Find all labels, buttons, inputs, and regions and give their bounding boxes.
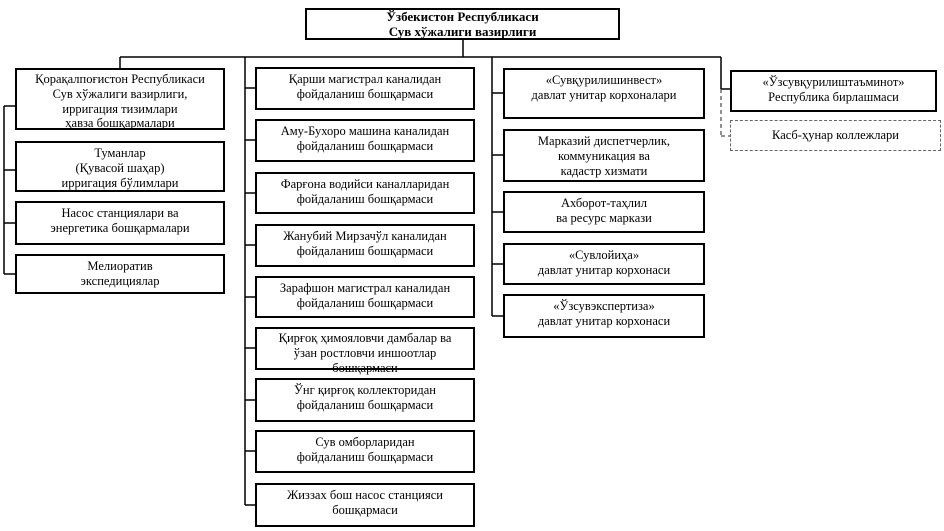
- box-jizzakh-pump-station: Жиззах бош насос станцияси бошқармаси: [255, 483, 475, 527]
- box-south-mirzachul-canal: Жанубий Мирзачўл каналидан фойдаланиш бо…: [255, 224, 475, 267]
- box-uzsuvqurilishtaminot: «Ўзсувқурилиштаъминот» Республика бирлаш…: [730, 70, 937, 112]
- box-uzsuvexpertiza: «Ўзсувэкспертиза» давлат унитар корхонас…: [503, 294, 705, 338]
- box-suvloyiha: «Сувлойиҳа» давлат унитар корхонаси: [503, 243, 705, 285]
- box-basin-administrations: Қорақалпоғистон Республикаси Сув хўжалиг…: [15, 68, 225, 130]
- box-district-irrigation-departments: Туманлар (Қувасой шаҳар) ирригация бўлим…: [15, 141, 225, 192]
- box-information-analysis-center: Ахборот-таҳлил ва ресурс маркази: [503, 191, 705, 233]
- box-zarafshan-main-canal: Зарафшон магистрал каналидан фойдаланиш …: [255, 276, 475, 318]
- box-water-reservoirs: Сув омборларидан фойдаланиш бошқармаси: [255, 430, 475, 473]
- box-suvqurilishinvest: «Сувқурилишинвест» давлат унитар корхона…: [503, 68, 705, 119]
- box-pump-stations-energy: Насос станциялари ва энергетика бошқарма…: [15, 201, 225, 245]
- box-fergana-valley-canals: Фарғона водийси каналларидан фойдаланиш …: [255, 172, 475, 214]
- box-bank-protection-dams: Қирғоқ ҳимояловчи дамбалар ва ўзан ростл…: [255, 327, 475, 375]
- box-central-dispatch-service: Марказий диспетчерлик, коммуникация ва к…: [503, 129, 705, 182]
- box-vocational-colleges: Касб-ҳунар коллежлари: [730, 120, 941, 151]
- box-karshi-main-canal: Қарши магистрал каналидан фойдаланиш бош…: [255, 67, 475, 110]
- box-amu-bukhara-machine-canal: Аму-Бухоро машина каналидан фойдаланиш б…: [255, 119, 475, 162]
- box-right-bank-collector: Ўнг қирғоқ коллекторидан фойдаланиш бошқ…: [255, 378, 475, 422]
- box-ministry-root: Ўзбекистон Республикаси Сув хўжалиги ваз…: [305, 8, 620, 40]
- box-meliorative-expeditions: Мелиоратив экспедициялар: [15, 254, 225, 294]
